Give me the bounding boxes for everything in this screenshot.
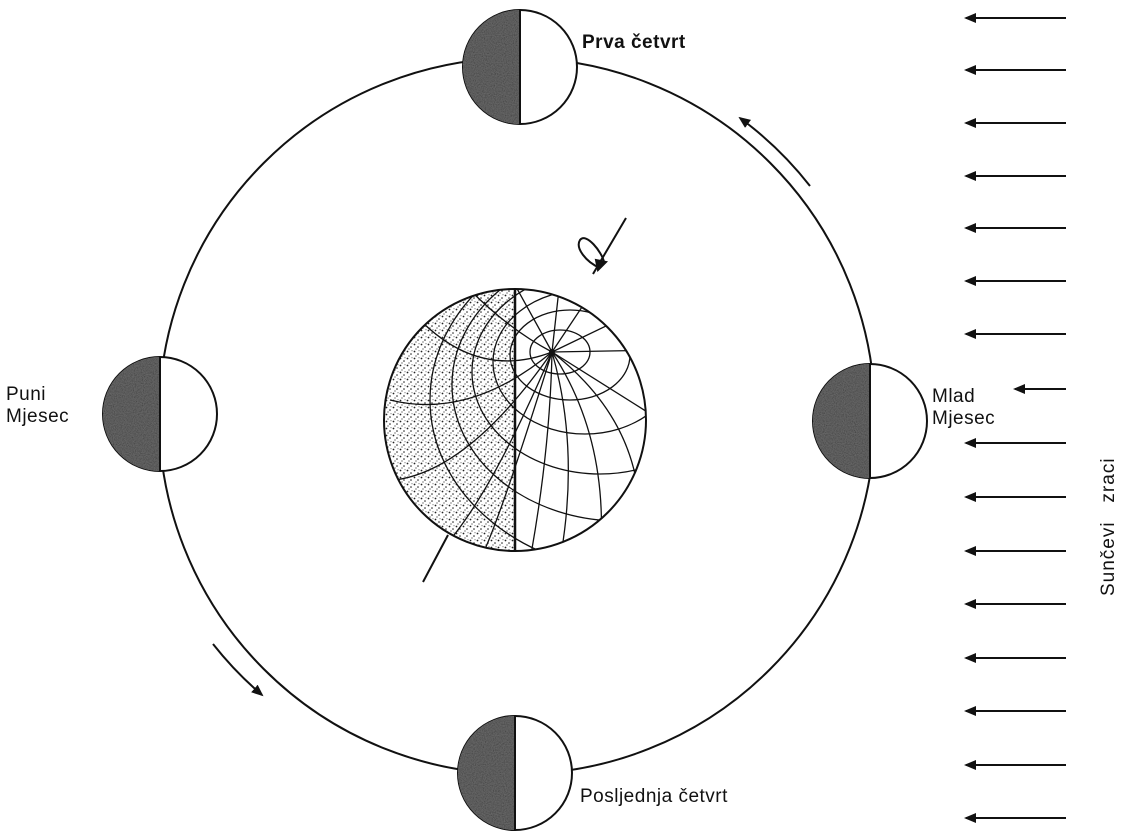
earth-globe [383, 288, 647, 552]
rotation-arrow-icon [577, 237, 609, 273]
moon-last-quarter [457, 715, 573, 831]
moon-full [102, 356, 218, 472]
orbit-arrow-upper-right [738, 116, 811, 187]
label-first-quarter: Prva četvrt [582, 32, 686, 53]
moon-new [812, 363, 928, 479]
orbit-arrow-lower-left [212, 643, 264, 697]
label-full-moon-line1: Puni [6, 384, 47, 405]
label-new-moon-line1: Mlad [932, 386, 976, 407]
earth-axis-lower [422, 534, 449, 583]
moon-first-quarter [462, 9, 578, 125]
label-sun-rays: Sunčevi zraci [1098, 457, 1119, 596]
sun-rays [964, 13, 1066, 823]
label-last-quarter: Posljednja četvrt [580, 786, 728, 807]
label-new-moon-line2: Mjesec [932, 408, 996, 429]
label-full-moon-line2: Mjesec [6, 406, 70, 427]
